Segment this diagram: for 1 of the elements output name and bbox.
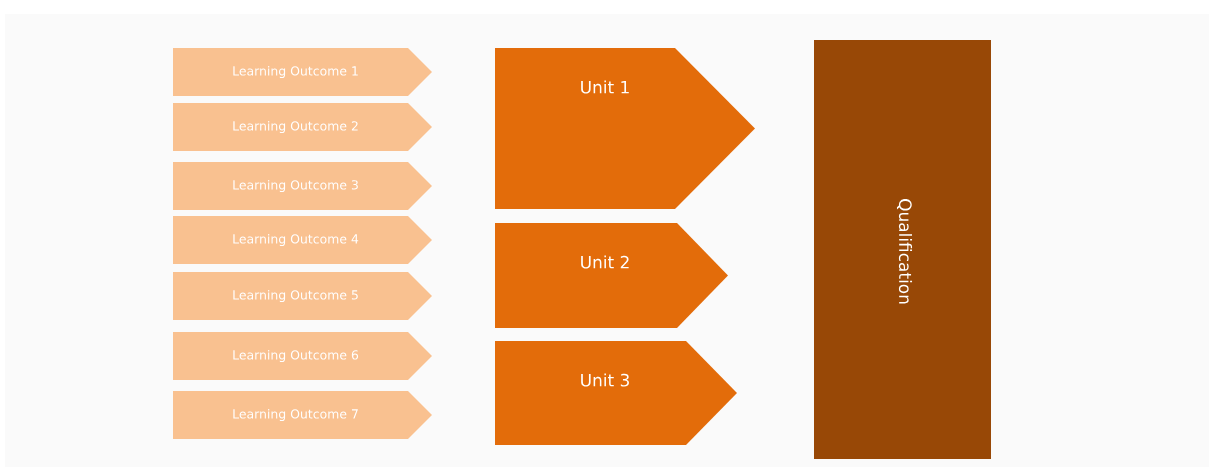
qualification-box: Qualification bbox=[814, 40, 991, 459]
